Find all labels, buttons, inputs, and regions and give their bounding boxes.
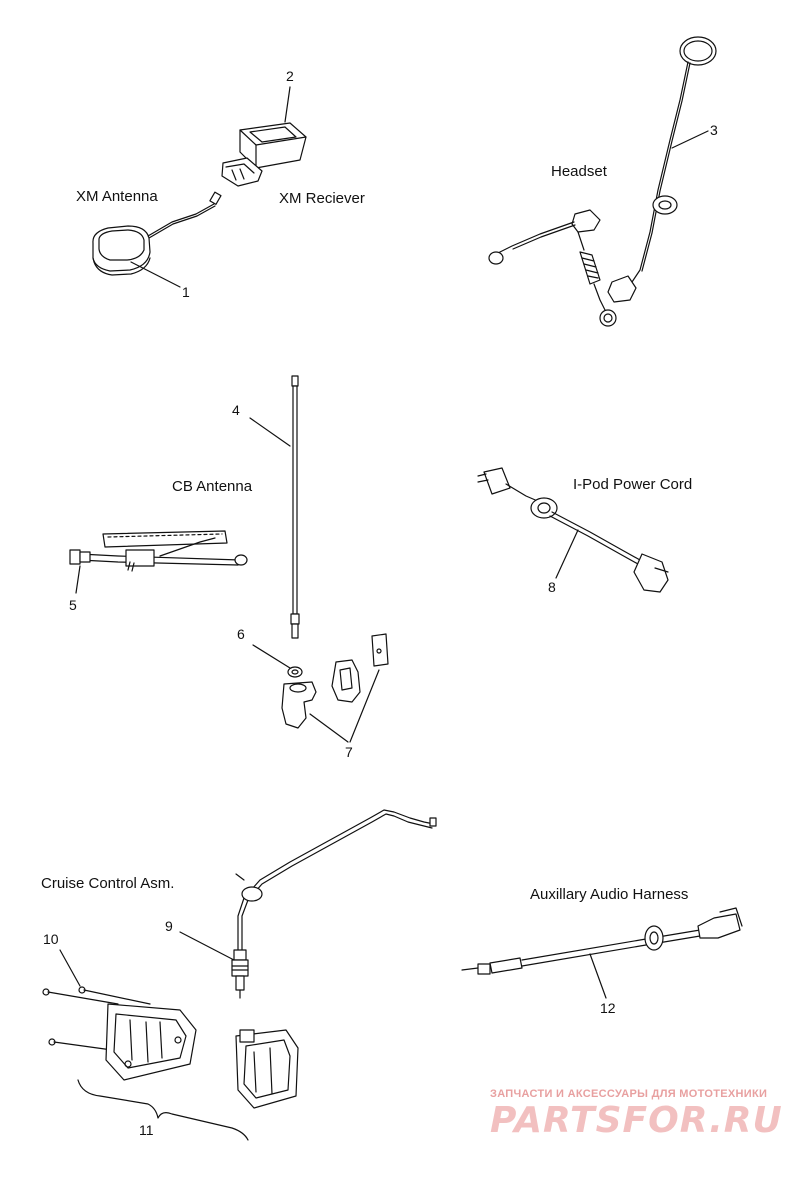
callout-6: 6: [237, 626, 245, 642]
callout-5: 5: [69, 597, 77, 613]
cb-mount-parts: [252, 633, 389, 743]
cb-cable-part: [69, 530, 248, 594]
callout-8: 8: [548, 579, 556, 595]
callout-4: 4: [232, 402, 240, 418]
callout-3: 3: [710, 122, 718, 138]
label-headset: Headset: [551, 163, 607, 180]
label-ipod-power-cord: I-Pod Power Cord: [573, 476, 693, 493]
cb-antenna-part: [249, 375, 300, 639]
callout-10: 10: [43, 931, 59, 947]
callout-2: 2: [286, 68, 294, 84]
xm-receiver-part: [221, 86, 307, 187]
headset-part: [488, 36, 717, 327]
callout-11: 11: [139, 1122, 154, 1138]
aux-harness-part: [461, 907, 743, 999]
watermark-tagline: ЗАПЧАСТИ И АКСЕССУАРЫ ДЛЯ МОТОТЕХНИКИ: [490, 1088, 768, 1100]
label-cruise-control: Cruise Control Asm.: [41, 875, 175, 892]
callout-12: 12: [600, 1000, 616, 1016]
watermark-logo: PARTSFOR.RU: [490, 1100, 783, 1141]
label-xm-receiver: XM Reciever: [279, 190, 365, 207]
cruise-cable-part: [179, 809, 437, 999]
label-xm-antenna: XM Antenna: [76, 188, 158, 205]
ipod-cord-part: [477, 467, 669, 593]
label-cb-antenna: CB Antenna: [172, 478, 253, 495]
callout-1: 1: [182, 284, 190, 300]
xm-antenna-part: [92, 191, 222, 288]
callout-9: 9: [165, 918, 173, 934]
label-aux-audio-harness: Auxillary Audio Harness: [530, 886, 689, 903]
callout-7: 7: [345, 744, 353, 760]
cruise-mount-parts: [42, 949, 299, 1141]
